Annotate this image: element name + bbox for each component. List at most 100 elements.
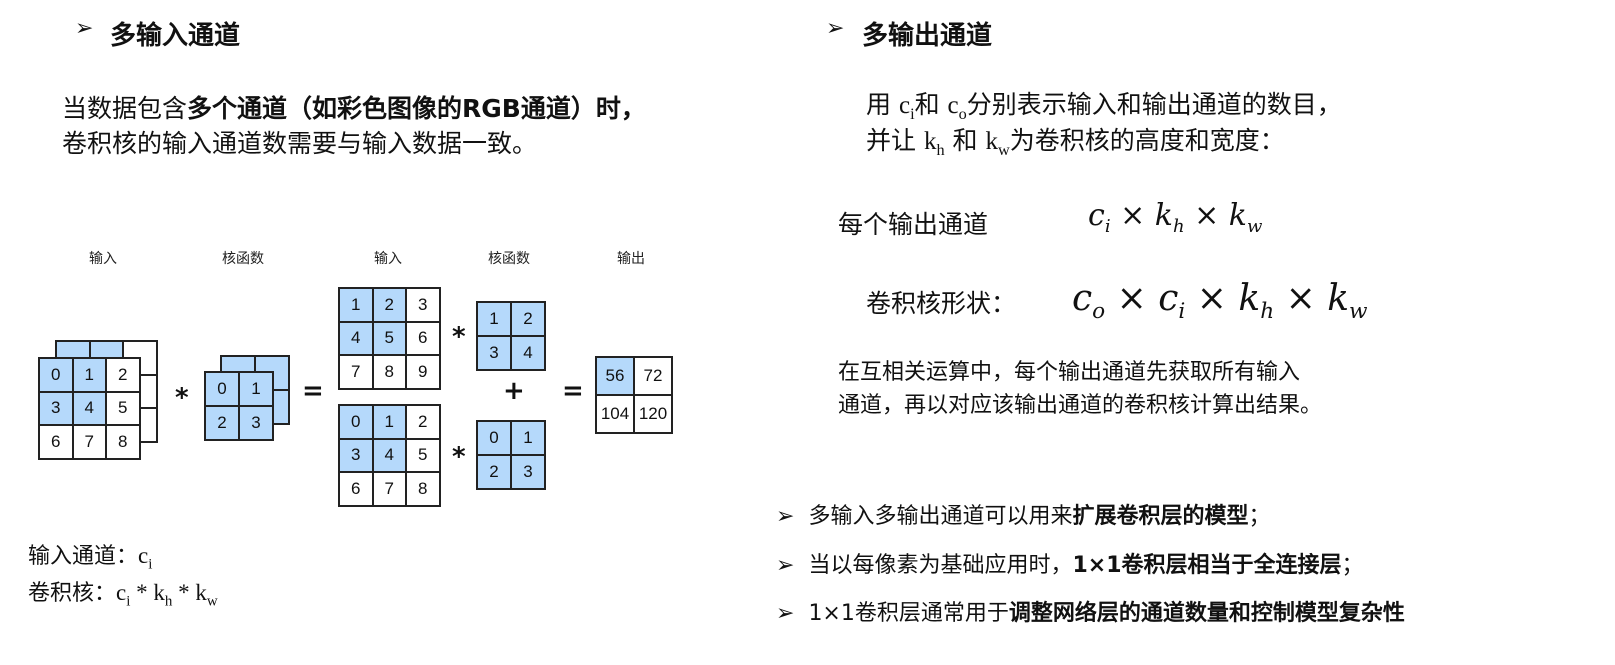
grid-cell: 104	[596, 395, 634, 433]
bold-text: 1×1卷积层相当于全连接层	[1072, 553, 1342, 578]
op-plus: +	[503, 376, 525, 406]
bold-text: 调整网络层的通道数量和控制模型复杂性	[1008, 601, 1405, 626]
text: ；	[1248, 504, 1271, 529]
sym-k: k	[1327, 278, 1350, 319]
sym-c: c	[138, 543, 149, 568]
grid-cell: 8	[406, 472, 440, 506]
text: 当以每像素为基础应用时，	[808, 553, 1073, 578]
sym-i: i	[126, 593, 131, 610]
grid-cell: 7	[339, 355, 373, 389]
sym-times: ×	[1105, 278, 1159, 319]
sym-h: h	[1260, 299, 1275, 325]
label-input: 输入	[89, 251, 117, 267]
desc-line-2: 并让 kh 和 kw为卷积核的高度和宽度：	[866, 124, 1285, 167]
grid-cell: 2	[511, 302, 545, 336]
sym-i: i	[1104, 216, 1111, 237]
bottom-bullet-3: ➢ 1×1卷积层通常用于调整网络层的通道数量和控制模型复杂性	[776, 595, 1405, 627]
op-star: *	[175, 383, 189, 413]
label-input: 输入	[374, 251, 402, 267]
bullet-arrow-icon: ➢	[75, 16, 94, 41]
sym-times: ×	[1184, 198, 1229, 233]
op-star: *	[452, 322, 466, 352]
formula-kernel-shape: co × ci × kh × kw	[1072, 278, 1368, 324]
grid-cell: 3	[239, 406, 273, 440]
sym-times: *	[172, 580, 196, 605]
sym-o: o	[958, 105, 967, 123]
grid-cell: 1	[477, 302, 511, 336]
grid-cell: 6	[39, 425, 73, 459]
sym-times: ×	[1110, 198, 1155, 233]
para-line-1: 在互相关运算中，每个输出通道先获取所有输入	[838, 360, 1301, 385]
grid-cell: 3	[511, 455, 545, 489]
bottom-bullet-2: ➢ 当以每像素为基础应用时，1×1卷积层相当于全连接层；	[776, 547, 1364, 579]
note-label: 输入通道：	[28, 544, 139, 569]
sym-c: c	[947, 92, 959, 119]
sym-c: c	[1088, 198, 1105, 233]
grid-cell: 1	[239, 372, 273, 406]
bottom-bullet-1: ➢ 多输入多输出通道可以用来扩展卷积层的模型；	[776, 498, 1270, 530]
grid-cell: 3	[477, 336, 511, 370]
text: 和	[914, 90, 948, 119]
note-kernel-shape: 卷积核：ci * kh * kw	[28, 575, 218, 611]
para-line-2: 通道，再以对应该输出通道的卷积核计算出结果。	[838, 393, 1323, 418]
sym-c: c	[1072, 278, 1093, 319]
grid-cell: 2	[372, 288, 406, 322]
grid-cell: 1	[72, 358, 106, 392]
sym-h: h	[164, 593, 173, 610]
grid-cell: 6	[339, 472, 373, 506]
sym-k: k	[1238, 278, 1261, 319]
op-equals: =	[562, 376, 584, 406]
grid-cell: 5	[406, 438, 440, 472]
sym-times: ×	[1274, 278, 1328, 319]
grid-cell: 56	[596, 357, 634, 395]
bullet-arrow-icon: ➢	[776, 601, 795, 626]
bullet-arrow-icon: ➢	[826, 16, 845, 41]
heading-multi-output: 多输出通道	[862, 21, 993, 51]
grid-cell: 8	[106, 425, 140, 459]
sym-k: k	[1154, 198, 1173, 233]
grid-cell: 7	[72, 425, 106, 459]
label-kernel: 核函数	[222, 251, 264, 267]
grid-cell: 0	[339, 405, 373, 439]
shape-label: 卷积核形状：	[866, 289, 1017, 318]
sym-c: c	[1158, 278, 1179, 319]
intro-text: 当数据包含	[62, 94, 188, 123]
bullet-arrow-icon: ➢	[776, 553, 795, 578]
grid-cell: 2	[106, 358, 140, 392]
grid-cell: 1	[511, 421, 545, 455]
grid-cell: 2	[477, 455, 511, 489]
intro-line-1: 当数据包含多个通道（如彩色图像的RGB通道）时，	[62, 92, 646, 126]
grid-cell: 2	[406, 405, 440, 439]
grid-cell: 3	[39, 391, 73, 425]
desc-line-1: 用 ci和 co分别表示输入和输出通道的数目，	[866, 88, 1342, 131]
sym-w: w	[1349, 299, 1368, 325]
bullet-arrow-icon: ➢	[776, 504, 795, 529]
grid-cell: 4	[339, 321, 373, 355]
sym-o: o	[1092, 299, 1106, 325]
text: 1×1卷积层通常用于	[808, 601, 1009, 626]
per-output-label: 每个输出通道	[838, 210, 989, 239]
grid-cell: 8	[372, 355, 406, 389]
sym-k: k	[1228, 198, 1247, 233]
grid-cell: 5	[106, 391, 140, 425]
grid-cell: 0	[39, 358, 73, 392]
grid-cell: 4	[511, 336, 545, 370]
label-output: 输出	[617, 251, 645, 267]
text: 和	[944, 126, 986, 155]
sym-times: ×	[1185, 278, 1239, 319]
op-equals: =	[302, 376, 324, 406]
grid-cell: 120	[634, 395, 672, 433]
grid-cell: 2	[205, 406, 239, 440]
note-label: 卷积核：	[28, 581, 117, 606]
sym-k: k	[195, 580, 207, 605]
sym-k: k	[985, 128, 998, 155]
text: 并让	[866, 126, 924, 155]
sym-h: h	[1172, 216, 1185, 237]
sym-i: i	[148, 556, 153, 573]
sym-times: *	[130, 580, 154, 605]
